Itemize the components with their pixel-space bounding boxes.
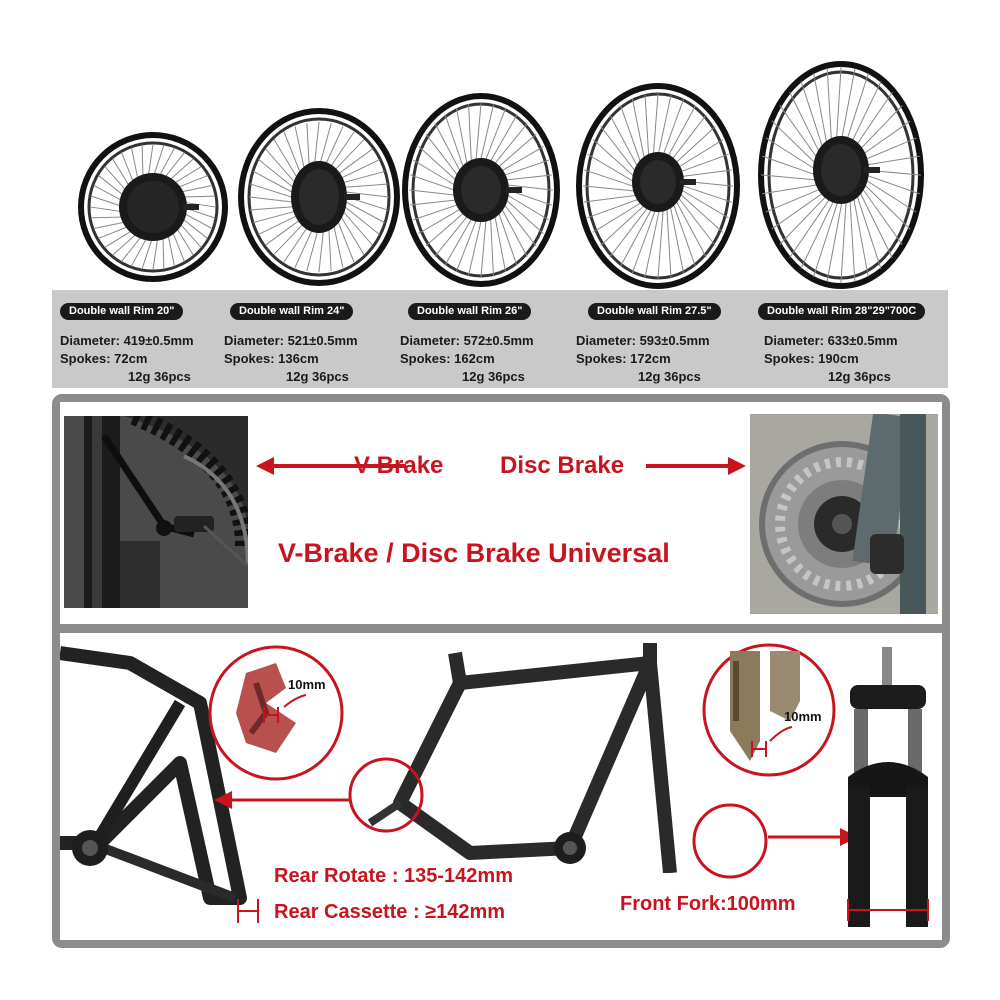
rear-frame-arrow xyxy=(214,791,350,809)
rear-frame-image xyxy=(60,646,247,905)
rim-badge: Double wall Rim 27.5" xyxy=(588,303,721,320)
spoke xyxy=(657,201,665,279)
rim-badge: Double wall Rim 24" xyxy=(230,303,354,320)
spoke xyxy=(644,202,662,278)
brake-panel: V-Brake Disc Brake V-Brake / Disc Brake … xyxy=(60,402,942,624)
rear-dropout-label: 10mm xyxy=(288,677,326,692)
spoke xyxy=(771,187,831,230)
spec-col-27-5: Double wall Rim 27.5" Diameter: 593±0.5m… xyxy=(576,290,746,388)
main-frame-rear-highlight xyxy=(348,757,424,833)
suspension-fork-image xyxy=(848,647,928,927)
front-dropout-zoom xyxy=(702,643,836,777)
spoke xyxy=(826,191,845,282)
spoke xyxy=(789,190,836,259)
spokes-label: Spokes: 162cm xyxy=(400,351,495,366)
fork-dropout-highlight xyxy=(692,803,768,879)
diameter-label: Diameter: 419±0.5mm xyxy=(60,333,194,348)
spoke xyxy=(668,198,685,274)
rear-rotate-label: Rear Rotate : 135-142mm xyxy=(274,865,513,887)
rear-width-indicator xyxy=(237,899,259,923)
spoke xyxy=(583,169,642,190)
rim-badge: Double wall Rim 26" xyxy=(408,303,532,320)
spokes-label: Spokes: 72cm xyxy=(60,351,148,366)
wheel-spec-band: Double wall Rim 20" Diameter: 419±0.5mm … xyxy=(52,290,948,388)
spoke xyxy=(584,193,644,203)
spoke xyxy=(857,177,911,230)
spoke xyxy=(674,188,724,233)
brake-universal-label: V-Brake / Disc Brake Universal xyxy=(278,538,670,568)
spoke xyxy=(670,196,696,267)
spoke xyxy=(765,185,829,213)
spoke xyxy=(762,182,827,195)
spoke xyxy=(674,182,733,203)
spoke xyxy=(813,191,842,277)
spoke xyxy=(848,189,856,282)
spokes-label: Spokes: 136cm xyxy=(224,351,319,366)
compatibility-panel: V-Brake Disc Brake V-Brake / Disc Brake … xyxy=(52,394,950,948)
spoke xyxy=(631,202,659,274)
spoke xyxy=(840,190,848,284)
disc-brake-label: Disc Brake xyxy=(500,452,625,479)
main-frame-image xyxy=(367,643,677,873)
rear-cassette-label: Rear Cassette : ≥142mm xyxy=(274,901,506,923)
spokes-label: Spokes: 190cm xyxy=(764,351,859,366)
spoke xyxy=(855,183,893,259)
spoke xyxy=(592,198,648,233)
spoke xyxy=(674,185,729,219)
spoke xyxy=(853,185,882,269)
spoke xyxy=(856,180,903,245)
v-brake-label: V-Brake xyxy=(354,452,444,479)
spoke-spec-label: 12g 36pcs xyxy=(286,369,349,384)
spec-col-26: Double wall Rim 26" Diameter: 572±0.5mm … xyxy=(400,290,570,388)
rear-dropout-zoom xyxy=(208,645,344,781)
spoke xyxy=(665,200,672,278)
spokes-label: Spokes: 172cm xyxy=(576,351,671,366)
spoke-spec-label: 12g 36pcs xyxy=(462,369,525,384)
v-brake-photo xyxy=(64,416,248,608)
disc-brake-photo xyxy=(750,414,938,614)
wheel-27-5-image xyxy=(576,83,740,289)
wheel-26-image xyxy=(402,93,560,287)
wheel-24-image xyxy=(238,108,400,286)
v-brake-arrow xyxy=(256,457,406,475)
spoke xyxy=(582,185,643,193)
front-dropout-label: 10mm xyxy=(784,709,822,724)
spoke xyxy=(857,174,917,213)
spoke-spec-label: 12g 36pcs xyxy=(128,369,191,384)
diameter-label: Diameter: 572±0.5mm xyxy=(400,333,534,348)
spoke-spec-label: 12g 36pcs xyxy=(828,369,891,384)
spoke xyxy=(672,194,707,258)
rim-badge: Double wall Rim 20" xyxy=(60,303,184,320)
disc-brake-arrow xyxy=(646,457,746,475)
spoke xyxy=(600,200,650,246)
diameter-label: Diameter: 593±0.5mm xyxy=(576,333,710,348)
spoke xyxy=(673,191,716,247)
spoke-spec-label: 12g 36pcs xyxy=(638,369,701,384)
wheel-20-image xyxy=(78,132,228,282)
spec-col-24: Double wall Rim 24" Diameter: 521±0.5mm … xyxy=(224,290,394,388)
spoke xyxy=(619,202,656,267)
diameter-label: Diameter: 521±0.5mm xyxy=(224,333,358,348)
wheel-28-image xyxy=(758,61,924,289)
spec-col-28: Double wall Rim 28"29"700C Diameter: 633… xyxy=(758,290,944,388)
diameter-label: Diameter: 633±0.5mm xyxy=(764,333,898,348)
spoke xyxy=(800,191,839,269)
spoke xyxy=(779,189,833,245)
front-fork-label: Front Fork:100mm xyxy=(620,893,796,915)
rim-badge: Double wall Rim 28"29"700C xyxy=(758,303,926,320)
spoke xyxy=(587,196,646,219)
spec-col-20: Double wall Rim 20" Diameter: 419±0.5mm … xyxy=(60,290,230,388)
spoke xyxy=(851,187,869,277)
fork-width-indicator xyxy=(847,899,929,921)
frame-panel: 10mm 10mm xyxy=(60,633,942,940)
spoke xyxy=(609,201,653,258)
